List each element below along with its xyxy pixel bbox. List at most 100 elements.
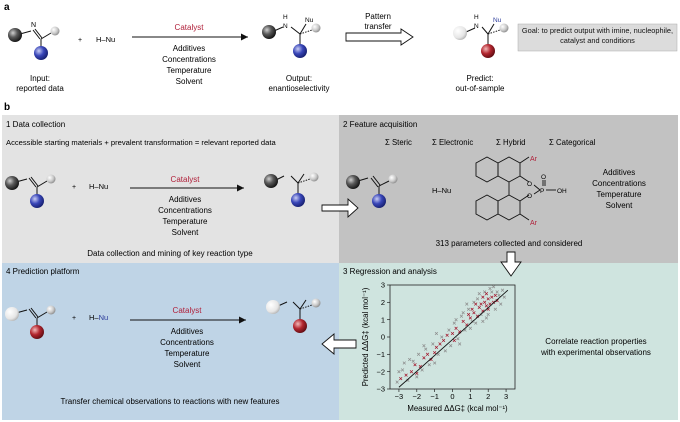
data-point: [459, 314, 464, 318]
gray-sphere-icon: [46, 305, 56, 315]
panel-3-title: 3 Regression and analysis: [343, 267, 437, 276]
reagent-h-nu: H–Nu: [89, 313, 108, 322]
x-tick-label: 3: [504, 392, 508, 401]
condition-additives: Additives: [173, 44, 205, 53]
data-point: [474, 321, 478, 325]
data-point: [466, 312, 471, 317]
data-point: [431, 342, 435, 346]
condition-temperature: Temperature: [165, 349, 210, 358]
data-point: [454, 318, 458, 322]
data-point: [457, 342, 462, 346]
data-point: [500, 288, 505, 292]
gray-sphere-icon: [499, 23, 509, 33]
panel-3-text-line2: with experimental observations: [540, 348, 651, 357]
data-point: [495, 298, 499, 303]
panel-data-collection: 1 Data collection Accessible starting ma…: [2, 115, 339, 263]
reagent-h-nu: H–Nu: [432, 186, 451, 195]
ar-top-label: Ar: [530, 156, 538, 163]
phosphoric-acid-catalyst-structure: [475, 156, 556, 221]
predict-caption-line2: out-of-sample: [456, 84, 505, 93]
imine-molecule: [5, 305, 56, 339]
data-point: [490, 290, 494, 294]
data-point: [416, 352, 421, 356]
data-point: [470, 307, 474, 311]
data-point: [409, 370, 414, 374]
predicted-amine-molecule: H N Nu: [453, 14, 509, 58]
condition-solvent: Solvent: [606, 201, 633, 210]
data-point: [493, 293, 498, 298]
condition-concentrations: Concentrations: [158, 206, 212, 215]
input-caption-line1: Input:: [30, 74, 50, 83]
dark-sphere-icon: [8, 28, 22, 42]
hollow-arrow-left-icon: [321, 333, 357, 355]
data-point: [502, 295, 506, 299]
panel-1-title: 1 Data collection: [6, 120, 65, 129]
panel-2-title: 2 Feature acquisition: [343, 120, 417, 129]
dark-sphere-icon: [346, 175, 360, 189]
data-point: [449, 344, 453, 348]
panel-regression-analysis: 3 Regression and analysis Correlate reac…: [339, 263, 678, 420]
condition-concentrations: Concentrations: [160, 338, 214, 347]
data-point: [484, 316, 489, 320]
data-point: [468, 316, 473, 320]
panel-feature-acquisition: 2 Feature acquisition Σ Steric Σ Electro…: [339, 115, 678, 263]
blue-sphere-icon: [34, 46, 48, 60]
output-amine-molecule: H N Nu: [262, 14, 321, 58]
data-point: [429, 357, 433, 362]
dark-sphere-icon: [262, 25, 276, 39]
catalyst-label: Catalyst: [175, 23, 205, 32]
red-sphere-icon: [293, 319, 307, 333]
y-tick-label: 0: [381, 333, 385, 342]
data-point: [472, 311, 476, 315]
atom-h: H: [474, 14, 479, 21]
x-tick-label: 1: [468, 392, 472, 401]
po-label: O: [541, 174, 546, 181]
x-tick-label: −1: [430, 392, 439, 401]
panel-prediction-platform: 4 Prediction platform + H–Nu Catalyst Ad…: [2, 263, 339, 420]
data-point: [399, 376, 403, 381]
data-point: [415, 375, 419, 379]
feature-electronic: Σ Electronic: [432, 138, 473, 147]
condition-temperature: Temperature: [167, 66, 212, 75]
data-point: [420, 368, 424, 372]
data-point: [443, 349, 448, 353]
reagent-h-nu: H–Nu: [96, 35, 115, 44]
data-point: [425, 352, 430, 356]
input-imine-molecule: N: [8, 22, 60, 60]
imine-molecule: [346, 174, 398, 208]
oh-label: OH: [557, 188, 567, 195]
x-tick-label: 2: [486, 392, 490, 401]
data-point: [495, 290, 499, 294]
panel-4-title: 4 Prediction platform: [6, 267, 80, 276]
data-point: [486, 297, 490, 301]
atom-n: N: [474, 23, 479, 30]
goal-box: Goal: to predict output with imine, nucl…: [517, 23, 678, 52]
data-point: [479, 302, 483, 306]
data-point: [465, 302, 469, 306]
data-point: [493, 307, 498, 311]
data-point: [422, 356, 426, 360]
hollow-arrow-icon: [345, 28, 414, 46]
data-point: [407, 357, 412, 362]
predicted-amine-molecule: [266, 298, 321, 333]
fit-line: [398, 289, 509, 388]
o2-label: O: [527, 193, 532, 200]
reagent-h: H–: [89, 313, 99, 322]
data-point: [413, 363, 417, 367]
data-point: [447, 328, 451, 332]
gray-sphere-icon: [311, 23, 321, 33]
data-point: [432, 350, 437, 355]
data-point: [404, 373, 408, 377]
panel-4-footer: Transfer chemical observations to reacti…: [61, 397, 280, 406]
data-point: [452, 338, 456, 343]
condition-additives: Additives: [603, 168, 635, 177]
condition-additives: Additives: [169, 195, 201, 204]
data-point: [424, 347, 428, 351]
blue-sphere-icon: [293, 44, 307, 58]
condition-solvent: Solvent: [172, 228, 199, 237]
data-point: [484, 304, 489, 308]
atom-h: H: [283, 14, 288, 21]
data-point: [402, 361, 406, 365]
hollow-arrow-down-icon: [500, 251, 522, 277]
panel-a: a N + H–Nu Input: reported data Catalyst…: [4, 2, 678, 93]
